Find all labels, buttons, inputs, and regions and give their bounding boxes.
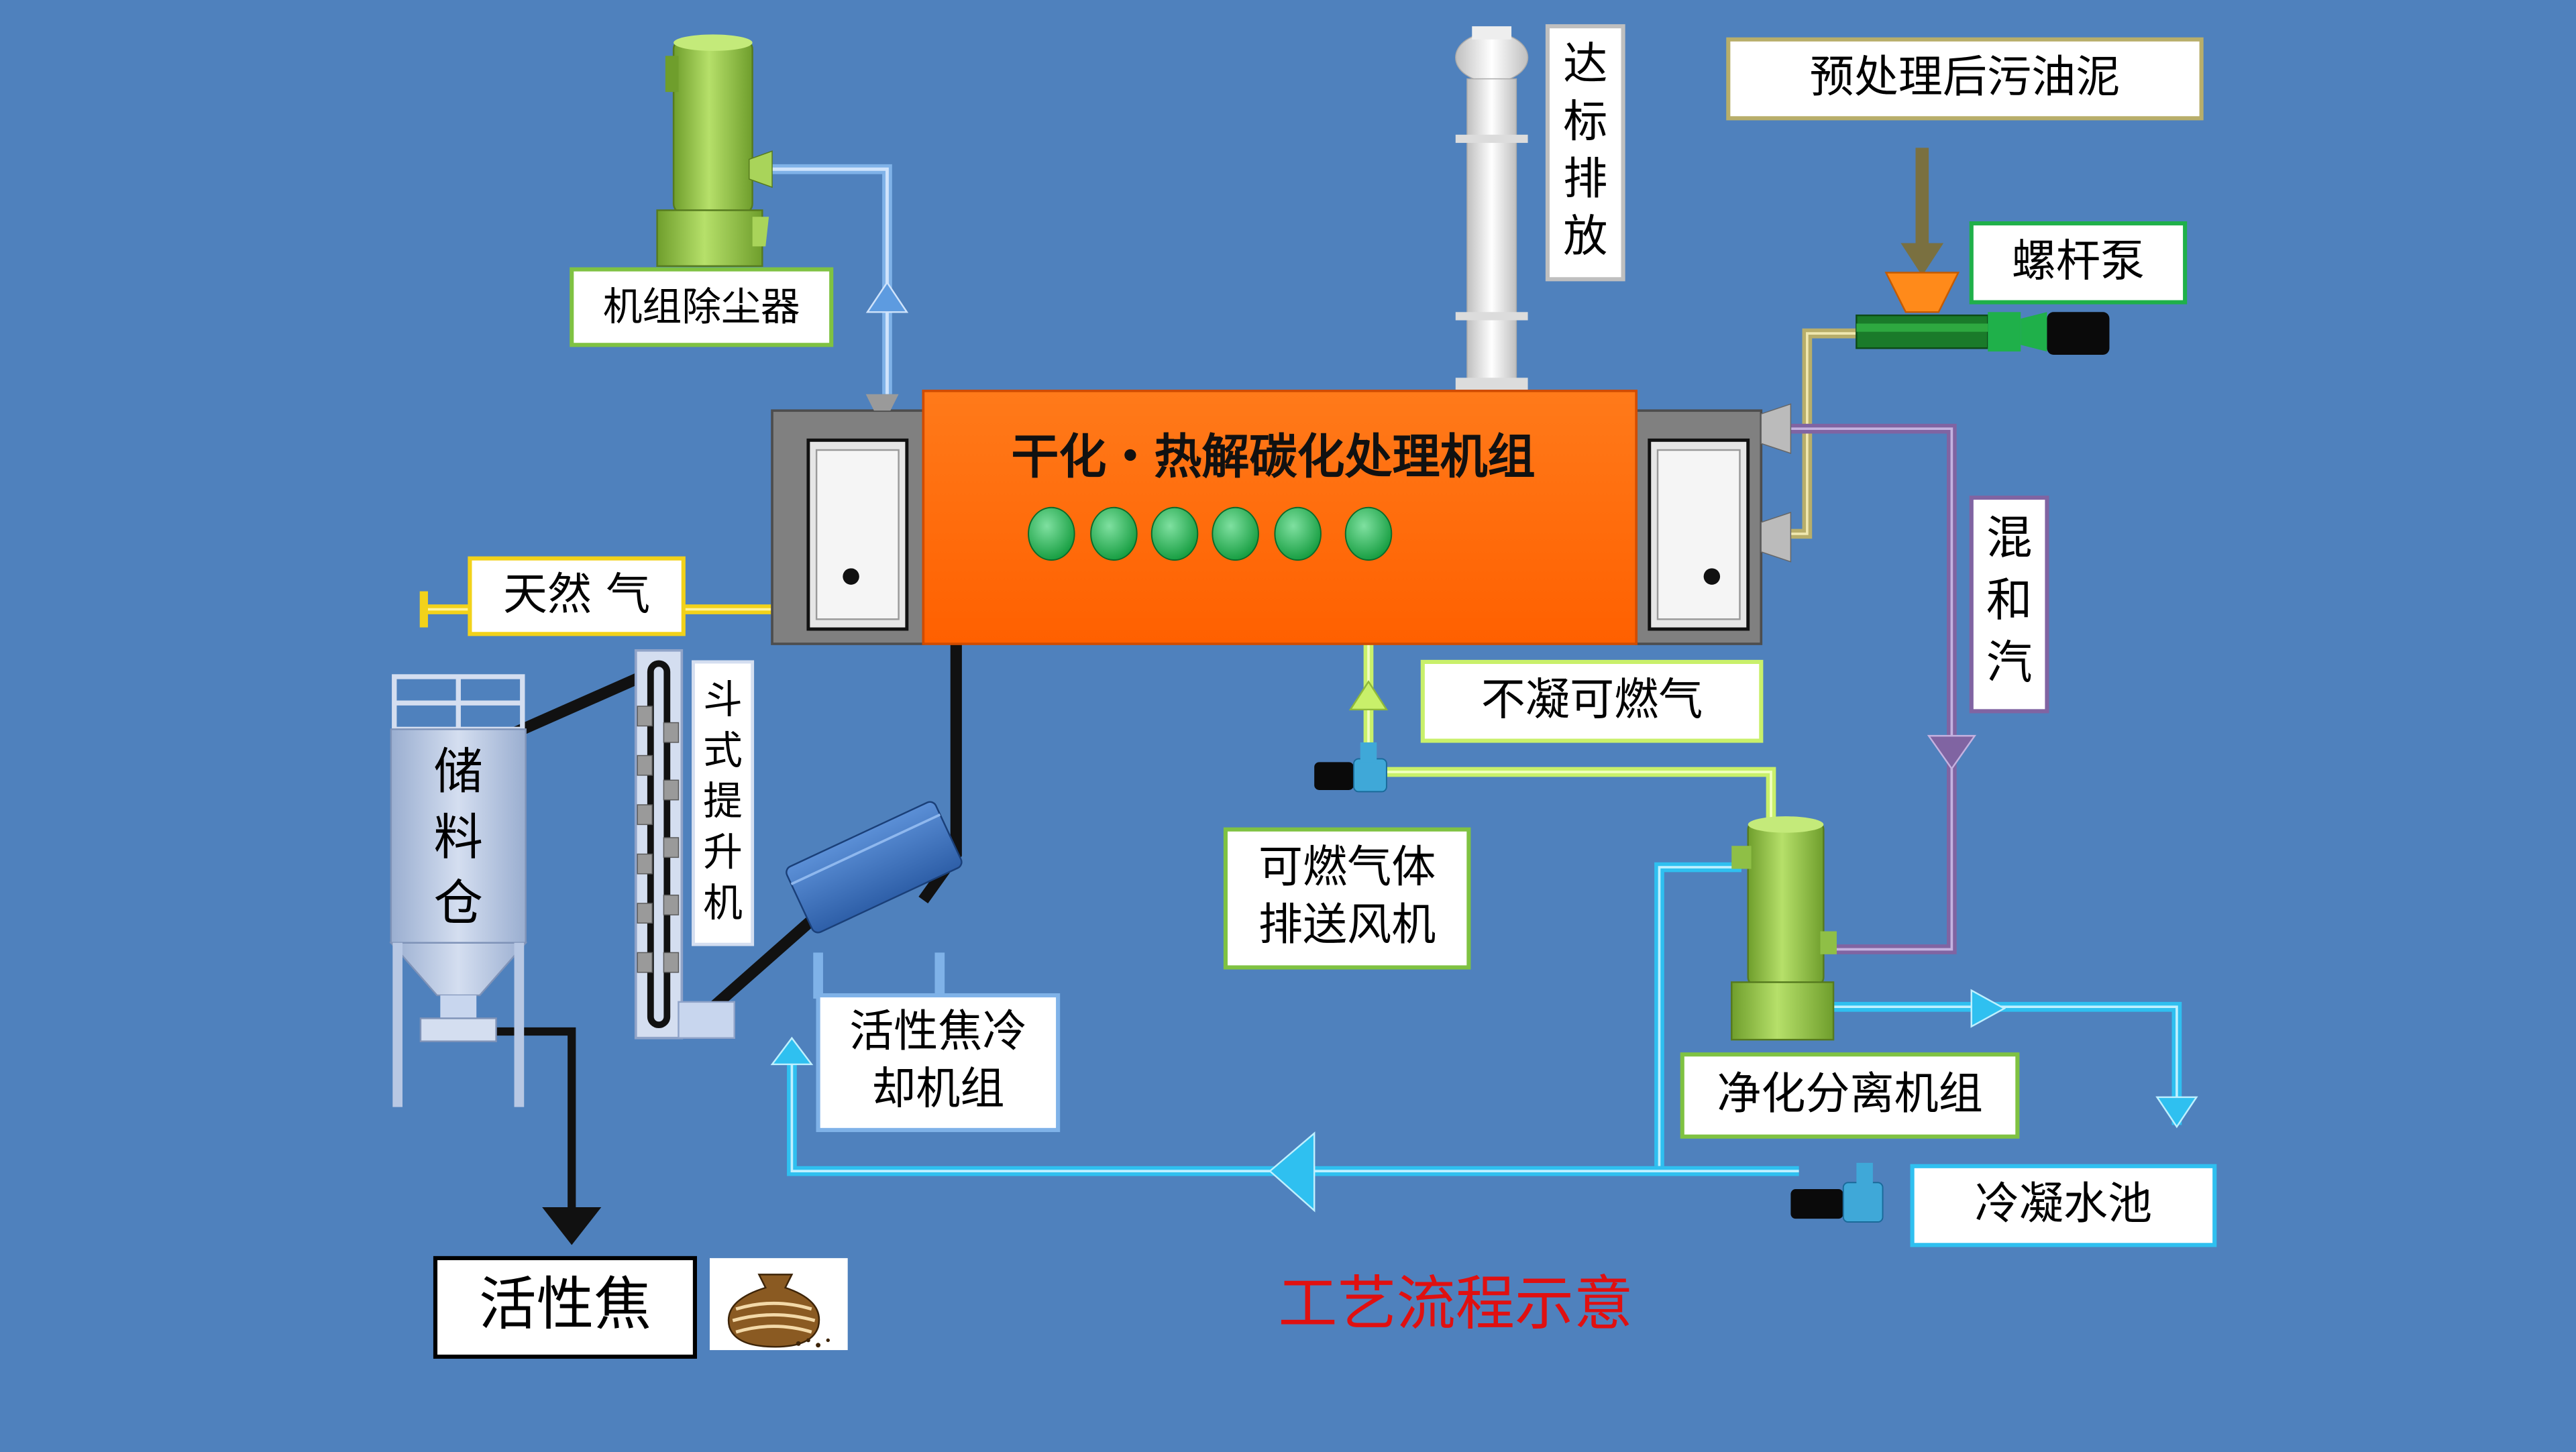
dust-collector-pipe: [763, 164, 909, 394]
label-bucket-elevator-char: 式: [703, 727, 743, 773]
label-pretreated-sludge-text: 预处理后污油泥: [1810, 51, 2121, 103]
bucket-elevator: [634, 649, 735, 1040]
label-mixed-steam-char: 混: [1986, 511, 2033, 565]
label-discharge: 达 标 排 放: [1545, 24, 1625, 282]
label-discharge-char: 标: [1563, 95, 1607, 147]
label-dust-collector: 机组除尘器: [570, 267, 834, 347]
label-bucket-elevator-char: 升: [703, 829, 743, 875]
label-non-condensable-gas-text: 不凝可燃气: [1481, 673, 1703, 725]
label-bucket-elevator-char: 斗: [703, 676, 743, 722]
label-non-condensable-gas: 不凝可燃气: [1420, 659, 1764, 743]
label-discharge-char: 排: [1563, 153, 1607, 205]
purification-unit: [1731, 816, 1837, 1041]
label-activated-coke-text: 活性焦: [479, 1271, 651, 1338]
water-pump: [1790, 1162, 1884, 1223]
label-natural-gas: 天然 气: [468, 556, 686, 636]
label-storage-silo-char: 料: [434, 809, 483, 866]
label-bucket-elevator: 斗 式 提 升 机: [692, 660, 755, 946]
dust-collector: [656, 34, 773, 267]
label-gas-fan-line1: 可燃气体: [1258, 841, 1436, 893]
label-storage-silo-char: 储: [434, 744, 483, 801]
diagram-title: 工艺流程示意: [1278, 1269, 1633, 1338]
label-screw-pump: 螺杆泵: [1969, 221, 2188, 304]
furnace-label: 干化・热解碳化处理机组: [1011, 429, 1535, 484]
label-pretreated-sludge: 预处理后污油泥: [1726, 37, 2204, 121]
label-bucket-elevator-char: 提: [703, 778, 743, 824]
mixed-steam-pipe: [1774, 423, 1977, 954]
label-bucket-elevator-char: 机: [703, 880, 743, 926]
label-purification-unit-text: 净化分离机组: [1717, 1068, 1983, 1119]
burners: [1028, 506, 1393, 561]
label-gas-fan: 可燃气体 排送风机: [1223, 827, 1471, 970]
storage-silo: [389, 674, 528, 1107]
label-storage-silo-char: 仓: [434, 875, 483, 932]
label-mixed-steam-char: 汽: [1986, 636, 2033, 689]
label-storage-silo: 储 料 仓: [434, 744, 483, 932]
label-condensate-pool-text: 冷凝水池: [1975, 1178, 2152, 1229]
label-screw-pump-text: 螺杆泵: [2012, 235, 2145, 286]
chimney: [1455, 26, 1529, 392]
label-discharge-char: 达: [1563, 38, 1607, 90]
label-coke-cooler: 活性焦冷 却机组: [816, 993, 1061, 1132]
label-natural-gas-text: 天然 气: [503, 569, 650, 620]
label-mixed-steam: 混 和 汽: [1969, 495, 2049, 714]
cooling-water-pipe: [770, 862, 2198, 1213]
label-coke-cooler-line1: 活性焦冷: [849, 1005, 1026, 1057]
label-mixed-steam-char: 和: [1986, 573, 2033, 627]
coke-cooler: [786, 801, 963, 934]
gas-fan: [1314, 742, 1387, 793]
label-dust-collector-text: 机组除尘器: [603, 284, 800, 330]
label-condensate-pool: 冷凝水池: [1910, 1164, 2217, 1247]
label-purification-unit: 净化分离机组: [1680, 1052, 2020, 1139]
furnace-end-left: [771, 394, 925, 645]
non-condensable-gas-pipe: [1348, 558, 1776, 822]
label-activated-coke: 活性焦: [433, 1255, 697, 1359]
label-coke-cooler-line2: 却机组: [871, 1063, 1004, 1115]
furnace-end-right: [1635, 403, 1792, 645]
label-discharge-char: 放: [1563, 211, 1607, 262]
screw-pump: [1856, 272, 2110, 355]
furnace-body: 干化・热解碳化处理机组: [922, 390, 1638, 645]
sack-icon: [709, 1258, 848, 1351]
label-gas-fan-line2: 排送风机: [1258, 899, 1436, 950]
